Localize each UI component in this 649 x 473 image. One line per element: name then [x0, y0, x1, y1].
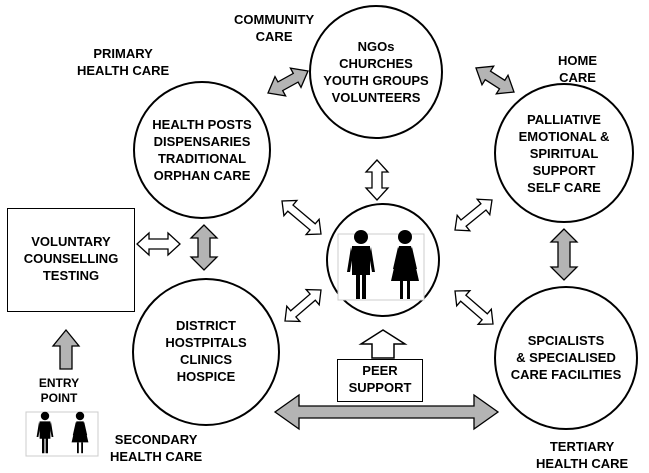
primary-community-double-arrow — [267, 67, 309, 97]
entry-figures-icon — [25, 411, 99, 457]
secondary-care-service-1: DISTRICT — [176, 318, 236, 333]
tertiary-care-service-2: & SPECIALISED — [516, 350, 616, 365]
home-care-service-4: SUPPORT — [532, 163, 596, 178]
vct-line-1: VOLUNTARY — [31, 234, 111, 249]
vct-label: VOLUNTARY COUNSELLING TESTING — [9, 233, 133, 284]
tertiary-care-service-3: CARE FACILITIES — [510, 367, 622, 382]
tertiary-care-circle — [494, 286, 638, 430]
entry-point-line-1: ENTRY — [38, 376, 80, 390]
tertiary-care-heading-line-1: TERTIARY — [549, 439, 615, 454]
home-care-heading-line-1: HOME — [558, 53, 597, 68]
entry-point-line-2: POINT — [40, 391, 78, 405]
vct-box — [7, 208, 135, 312]
entry-point-label: ENTRY POINT — [30, 376, 88, 406]
secondary-care-heading-line-2: HEALTH CARE — [110, 449, 203, 464]
primary-care-heading-line-2: HEALTH CARE — [77, 63, 170, 78]
primary-care-heading: PRIMARY HEALTH CARE — [77, 45, 169, 79]
home-care-service-1: PALLIATIVE — [527, 112, 601, 127]
primary-care-service-3: TRADITIONAL — [157, 151, 247, 166]
community-care-service-1: NGOs — [357, 39, 395, 54]
community-care-service-4: VOLUNTEERS — [331, 90, 421, 105]
community-care-heading-line-1: COMMUNITY — [234, 12, 315, 27]
community-care-service-2: CHURCHES — [339, 56, 413, 71]
community-center-double-arrow — [364, 159, 390, 201]
primary-care-service-2: DISPENSARIES — [153, 134, 251, 149]
secondary-care-heading: SECONDARY HEALTH CARE — [110, 431, 202, 465]
tertiary-care-services: SPCIALISTS & SPECIALISED CARE FACILITIES — [498, 332, 634, 383]
peer-support-box — [337, 359, 423, 402]
community-care-services: NGOs CHURCHES YOUTH GROUPS VOLUNTEERS — [316, 38, 436, 106]
tertiary-care-heading: TERTIARY HEALTH CARE — [536, 438, 628, 472]
community-care-heading-line-2: CARE — [255, 29, 293, 44]
secondary-care-heading-line-1: SECONDARY — [114, 432, 198, 447]
community-care-heading: COMMUNITY CARE — [234, 11, 314, 45]
community-care-circle — [309, 5, 443, 139]
secondary-care-services: DISTRICT HOSTPITALS CLINICS HOSPICE — [141, 317, 271, 385]
secondary-care-service-2: HOSTPITALS — [165, 335, 247, 350]
home-tertiary-double-arrow — [549, 228, 579, 281]
vct-primary-double-arrow — [136, 231, 181, 257]
peer-support-line-1: PEER — [362, 363, 398, 378]
vct-line-2: COUNSELLING — [23, 251, 119, 266]
home-care-circle — [494, 83, 634, 223]
vct-line-3: TESTING — [42, 268, 100, 283]
home-center-double-arrow — [454, 198, 493, 232]
home-care-service-2: EMOTIONAL & — [518, 129, 610, 144]
secondary-center-double-arrow — [284, 288, 322, 323]
entry-up-arrow — [51, 328, 81, 370]
primary-care-circle — [133, 81, 271, 219]
tertiary-care-service-1: SPCIALISTS — [527, 333, 605, 348]
home-care-heading: HOME CARE — [558, 52, 597, 86]
tertiary-care-heading-line-2: HEALTH CARE — [536, 456, 629, 471]
home-care-heading-line-2: CARE — [559, 70, 596, 85]
secondary-care-circle — [132, 278, 280, 426]
secondary-tertiary-double-arrow — [273, 393, 500, 431]
primary-care-service-4: ORPHAN CARE — [153, 168, 251, 183]
primary-care-services: HEALTH POSTS DISPENSARIES TRADITIONAL OR… — [137, 116, 267, 184]
home-care-services: PALLIATIVE EMOTIONAL & SPIRITUAL SUPPORT… — [502, 111, 626, 196]
community-care-service-3: YOUTH GROUPS — [323, 73, 429, 88]
community-home-double-arrow — [475, 65, 515, 95]
secondary-care-service-3: CLINICS — [180, 352, 232, 367]
primary-care-service-1: HEALTH POSTS — [152, 117, 252, 132]
peer-support-up-arrow — [358, 329, 408, 359]
home-care-service-5: SELF CARE — [527, 180, 601, 195]
peer-support-label: PEER SUPPORT — [338, 362, 422, 396]
primary-care-heading-line-1: PRIMARY — [93, 46, 153, 61]
primary-secondary-double-arrow — [189, 224, 219, 271]
tertiary-center-double-arrow — [454, 290, 494, 325]
center-figures-icon — [337, 230, 425, 301]
secondary-care-service-4: HOSPICE — [176, 369, 236, 384]
peer-support-line-2: SUPPORT — [348, 380, 412, 395]
primary-center-double-arrow — [281, 199, 322, 236]
home-care-service-3: SPIRITUAL — [529, 146, 599, 161]
